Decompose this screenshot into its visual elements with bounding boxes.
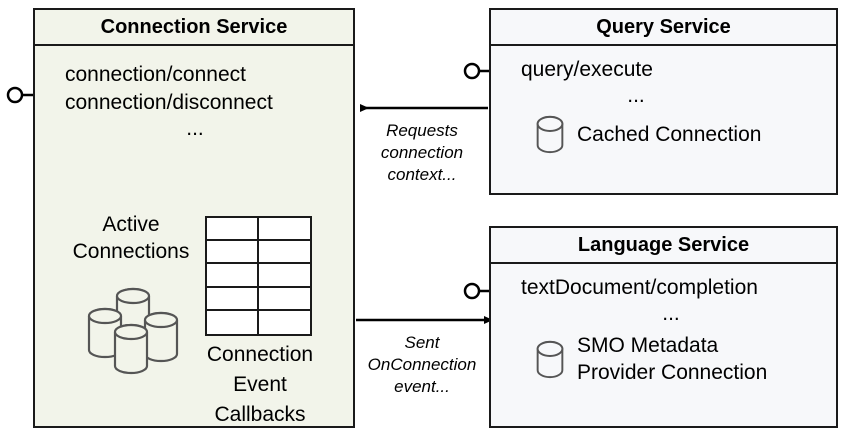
component-connection-service[interactable]: Connection Service connection/connect co…: [33, 8, 355, 428]
connection-service-api-list: connection/connect connection/disconnect: [65, 63, 273, 114]
language-service-api-ellipsis: ...: [662, 302, 680, 325]
query-service-artifact: Cached Connection: [535, 114, 761, 155]
table-cell: [258, 264, 310, 288]
connection-event-callbacks-label: Connection Event Callbacks: [206, 343, 314, 426]
table-cell: [258, 241, 310, 265]
language-service-body: textDocument/completion ... SMO Metadata…: [491, 264, 836, 426]
connection-event-callbacks-table: [205, 216, 312, 336]
connection-service-api-ellipsis: ...: [186, 117, 204, 140]
edge-label-requests-connection-context: Requests connection context...: [380, 121, 464, 184]
query-service-title: Query Service: [491, 10, 836, 46]
language-service-api-list: textDocument/completion: [521, 276, 758, 299]
language-service-artifact: SMO Metadata Provider Connection: [535, 332, 767, 386]
database-cylinder-icon: [536, 340, 564, 378]
component-language-service[interactable]: Language Service textDocument/completion…: [489, 226, 838, 428]
table-cell: [207, 287, 259, 311]
active-connections-label: Active Connections: [72, 213, 190, 263]
connection-service-body: connection/connect connection/disconnect…: [35, 46, 353, 426]
database-cylinder-icon: [536, 115, 564, 154]
query-service-api-list: query/execute: [521, 58, 653, 81]
language-service-title: Language Service: [491, 228, 836, 264]
table-cell: [258, 310, 310, 334]
table-cell: [207, 218, 259, 242]
active-connections-cluster-icon: [87, 287, 179, 375]
table-cell: [207, 241, 259, 265]
table-cell: [258, 218, 310, 242]
query-service-body: query/execute ... Cached Connection: [491, 46, 836, 193]
query-service-api-ellipsis: ...: [627, 84, 645, 107]
component-query-service[interactable]: Query Service query/execute ... Cached C…: [489, 8, 838, 195]
table-cell: [207, 264, 259, 288]
edge-label-sent-onconnection-event: Sent OnConnection event...: [367, 333, 477, 396]
smo-metadata-provider-connection-label: SMO Metadata Provider Connection: [577, 334, 768, 384]
table-cell: [258, 287, 310, 311]
connection-service-title: Connection Service: [35, 10, 353, 46]
cached-connection-label: Cached Connection: [577, 123, 762, 146]
table-cell: [207, 310, 259, 334]
